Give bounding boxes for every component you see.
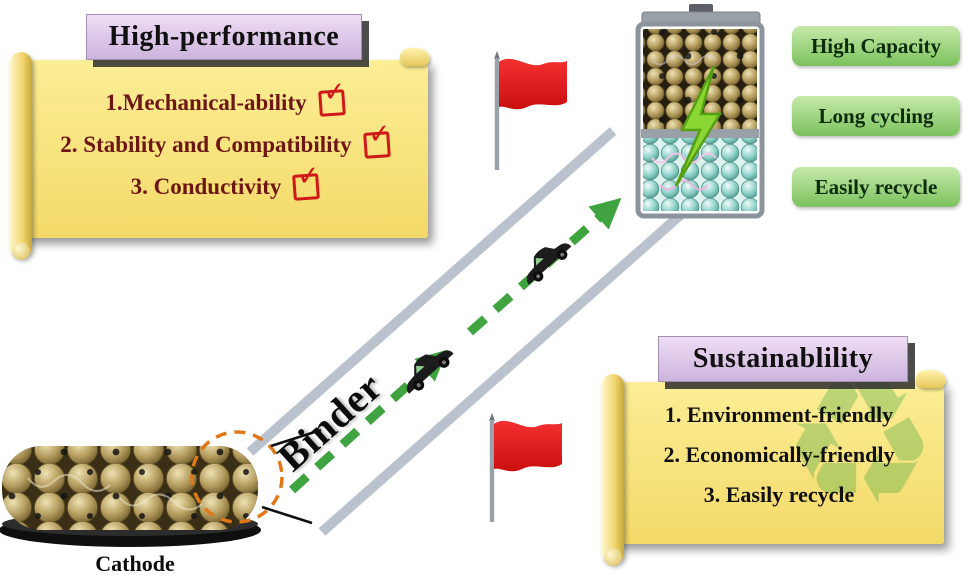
- scroll-paper: ♻ 1. Environment-friendly 2. Economicall…: [614, 382, 944, 544]
- binder-road: [246, 127, 690, 536]
- requirement-list: 1.Mechanical-ability ✓ 2. Stability and …: [22, 60, 428, 203]
- sustainability-scroll: ♻ 1. Environment-friendly 2. Economicall…: [602, 370, 946, 566]
- sustainability-item: 3. Easily recycle: [703, 482, 855, 507]
- car-icon: [406, 350, 454, 394]
- requirement-text: 1.Mechanical-ability: [105, 89, 307, 115]
- requirement-text: 3. Conductivity: [130, 173, 282, 199]
- scroll-curl: [400, 48, 430, 66]
- benefit-text: Long cycling: [818, 103, 934, 128]
- checkmark-icon: ✓: [321, 75, 347, 109]
- requirement-text: 2. Stability and Compatibility: [60, 131, 352, 157]
- car-icon: [526, 243, 572, 285]
- high-performance-title: High-performance: [86, 14, 362, 60]
- cathode-label: Cathode: [95, 551, 175, 576]
- sustainability-title-text: Sustainablility: [692, 343, 874, 374]
- zoom-highlight-circle: [190, 430, 284, 524]
- checked-checkbox-icon: ✓: [362, 118, 392, 159]
- sustainability-title: Sustainablility: [658, 336, 908, 382]
- scroll-curl: [916, 370, 946, 388]
- lightning-bolt-icon: [674, 65, 723, 187]
- scroll-roll: [10, 52, 32, 260]
- scroll-roll: [602, 374, 624, 566]
- battery-illustration: [635, 4, 765, 219]
- checked-checkbox-icon: ✓: [292, 160, 321, 201]
- requirement-item: 1.Mechanical-ability ✓: [105, 76, 347, 119]
- road-dash-arrow-upper: [467, 197, 622, 336]
- callout-line-lower: [261, 505, 313, 525]
- scroll-paper: 1.Mechanical-ability ✓ 2. Stability and …: [22, 60, 428, 238]
- cathode-illustration: [0, 428, 322, 547]
- benefit-pill-easily-recycle: Easily recycle: [792, 167, 960, 207]
- sustainability-list: 1. Environment-friendly 2. Economically-…: [614, 382, 944, 511]
- sustainability-item: 1. Environment-friendly: [664, 402, 894, 427]
- checkmark-icon: ✓: [296, 159, 322, 193]
- checkmark-icon: ✓: [366, 117, 392, 151]
- flag-icon-top: [494, 51, 567, 170]
- benefit-text: High Capacity: [810, 33, 942, 58]
- high-performance-title-text: High-performance: [108, 21, 340, 52]
- sustainability-item: 2. Economically-friendly: [663, 442, 895, 467]
- benefit-text: Easily recycle: [814, 174, 938, 199]
- requirement-item: 3. Conductivity ✓: [130, 160, 321, 203]
- flag-icon-bottom: [489, 413, 562, 522]
- high-performance-scroll: 1.Mechanical-ability ✓ 2. Stability and …: [10, 48, 430, 260]
- road-rail-lower: [318, 206, 690, 536]
- checked-checkbox-icon: ✓: [317, 76, 347, 117]
- road-rail-upper: [246, 127, 617, 456]
- callout-line-upper: [270, 428, 322, 448]
- benefit-pill-long-cycling: Long cycling: [792, 96, 960, 136]
- requirement-item: 2. Stability and Compatibility ✓: [60, 118, 392, 161]
- benefit-pill-high-capacity: High Capacity: [792, 26, 960, 66]
